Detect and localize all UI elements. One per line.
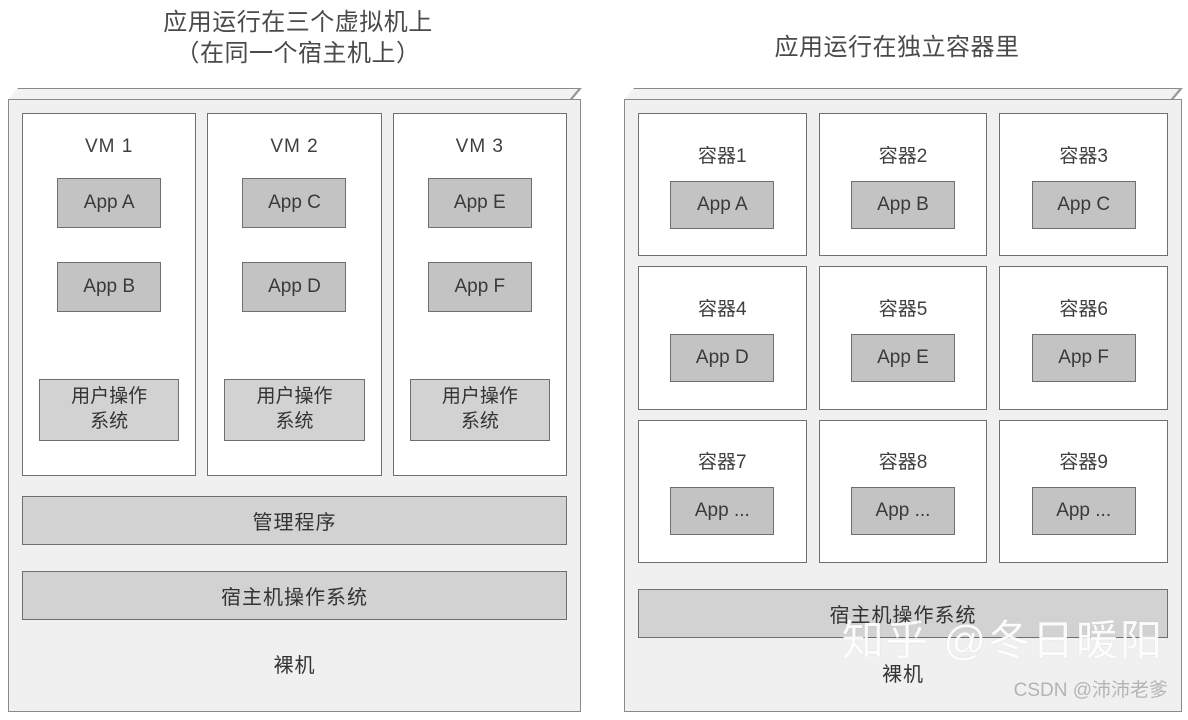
- app-box[interactable]: App C: [1031, 180, 1136, 229]
- container-label: 容器5: [878, 298, 928, 320]
- container-label: 容器7: [698, 452, 747, 474]
- app-box[interactable]: App A: [57, 178, 162, 228]
- guest-os-line-2: 系统: [90, 411, 129, 432]
- container-label: 容器3: [1059, 145, 1108, 167]
- guest-os-box[interactable]: 用户操作 系统: [409, 379, 550, 441]
- app-box[interactable]: App F: [1031, 333, 1136, 382]
- container-label: 容器1: [698, 145, 747, 167]
- container-label: 容器4: [698, 298, 747, 320]
- app-box[interactable]: App C: [242, 178, 347, 228]
- container-box-7[interactable]: 容器7 App ...: [638, 419, 807, 563]
- vm-panel-content: VM 1 App A App B 用户操作 系统 VM 2 App C App …: [8, 99, 581, 712]
- bare-metal-label: 裸机: [882, 663, 924, 686]
- hypervisor-bar[interactable]: 管理程序: [22, 496, 567, 545]
- app-box[interactable]: App ...: [670, 487, 775, 536]
- guest-os-line-2: 系统: [460, 411, 499, 432]
- guest-os-line-1: 用户操作: [256, 386, 333, 408]
- vm-box-3[interactable]: VM 3 App E App F 用户操作 系统: [392, 113, 567, 476]
- container-box-4[interactable]: 容器4 App D: [638, 266, 807, 410]
- app-box[interactable]: App B: [850, 180, 955, 229]
- app-box[interactable]: App ...: [850, 487, 955, 536]
- guest-os-line-1: 用户操作: [441, 386, 518, 408]
- vm-architecture-panel: VM 1 App A App B 用户操作 系统 VM 2 App C App …: [8, 88, 582, 712]
- container-box-6[interactable]: 容器6 App F: [999, 266, 1168, 410]
- guest-os-line-1: 用户操作: [71, 386, 148, 408]
- bare-metal-label: 裸机: [273, 654, 316, 677]
- left-title-line-2: （在同一个宿主机上）: [175, 39, 421, 67]
- container-box-2[interactable]: 容器2 App B: [818, 113, 988, 257]
- vm-row: VM 1 App A App B 用户操作 系统 VM 2 App C App …: [22, 113, 567, 476]
- app-box[interactable]: App E: [850, 333, 955, 382]
- vm-label: VM 3: [455, 136, 504, 157]
- app-box[interactable]: App B: [57, 262, 162, 312]
- vm-label: VM 2: [270, 136, 319, 157]
- container-box-3[interactable]: 容器3 App C: [999, 113, 1168, 257]
- spacer: [22, 545, 567, 571]
- host-os-bar[interactable]: 宿主机操作系统: [22, 571, 567, 620]
- app-box[interactable]: App ...: [1031, 487, 1136, 536]
- vm-box-1[interactable]: VM 1 App A App B 用户操作 系统: [22, 113, 197, 476]
- container-box-1[interactable]: 容器1 App A: [638, 113, 807, 257]
- left-title-line-1: 应用运行在三个虚拟机上: [163, 9, 433, 36]
- container-label: 容器8: [878, 452, 928, 474]
- container-box-9[interactable]: 容器9 App ...: [999, 419, 1168, 563]
- container-box-5[interactable]: 容器5 App E: [818, 266, 988, 410]
- app-box[interactable]: App F: [427, 262, 532, 312]
- container-grid: 容器1 App A 容器2 App B 容器3 App C 容器4 App D …: [638, 113, 1168, 563]
- app-box[interactable]: App E: [427, 178, 532, 228]
- vm-label: VM 1: [84, 136, 134, 157]
- right-diagram-title: 应用运行在独立容器里: [774, 34, 1020, 61]
- left-diagram-title: 应用运行在三个虚拟机上 （在同一个宿主机上）: [8, 8, 588, 69]
- container-panel-content: 容器1 App A 容器2 App B 容器3 App C 容器4 App D …: [624, 99, 1182, 712]
- container-architecture-panel: 容器1 App A 容器2 App B 容器3 App C 容器4 App D …: [624, 88, 1183, 712]
- app-box[interactable]: App D: [242, 262, 347, 312]
- container-label: 容器2: [878, 145, 928, 167]
- app-box[interactable]: App A: [670, 180, 775, 229]
- guest-os-line-2: 系统: [275, 411, 314, 432]
- vm-box-2[interactable]: VM 2 App C App D 用户操作 系统: [207, 113, 382, 476]
- host-os-bar[interactable]: 宿主机操作系统: [638, 589, 1168, 638]
- spacer: [638, 563, 1168, 589]
- container-label: 容器6: [1059, 298, 1108, 320]
- spacer: [22, 476, 567, 496]
- guest-os-box[interactable]: 用户操作 系统: [39, 379, 180, 441]
- container-label: 容器9: [1059, 452, 1108, 474]
- container-box-8[interactable]: 容器8 App ...: [818, 419, 988, 563]
- app-box[interactable]: App D: [670, 333, 775, 382]
- guest-os-box[interactable]: 用户操作 系统: [224, 379, 365, 441]
